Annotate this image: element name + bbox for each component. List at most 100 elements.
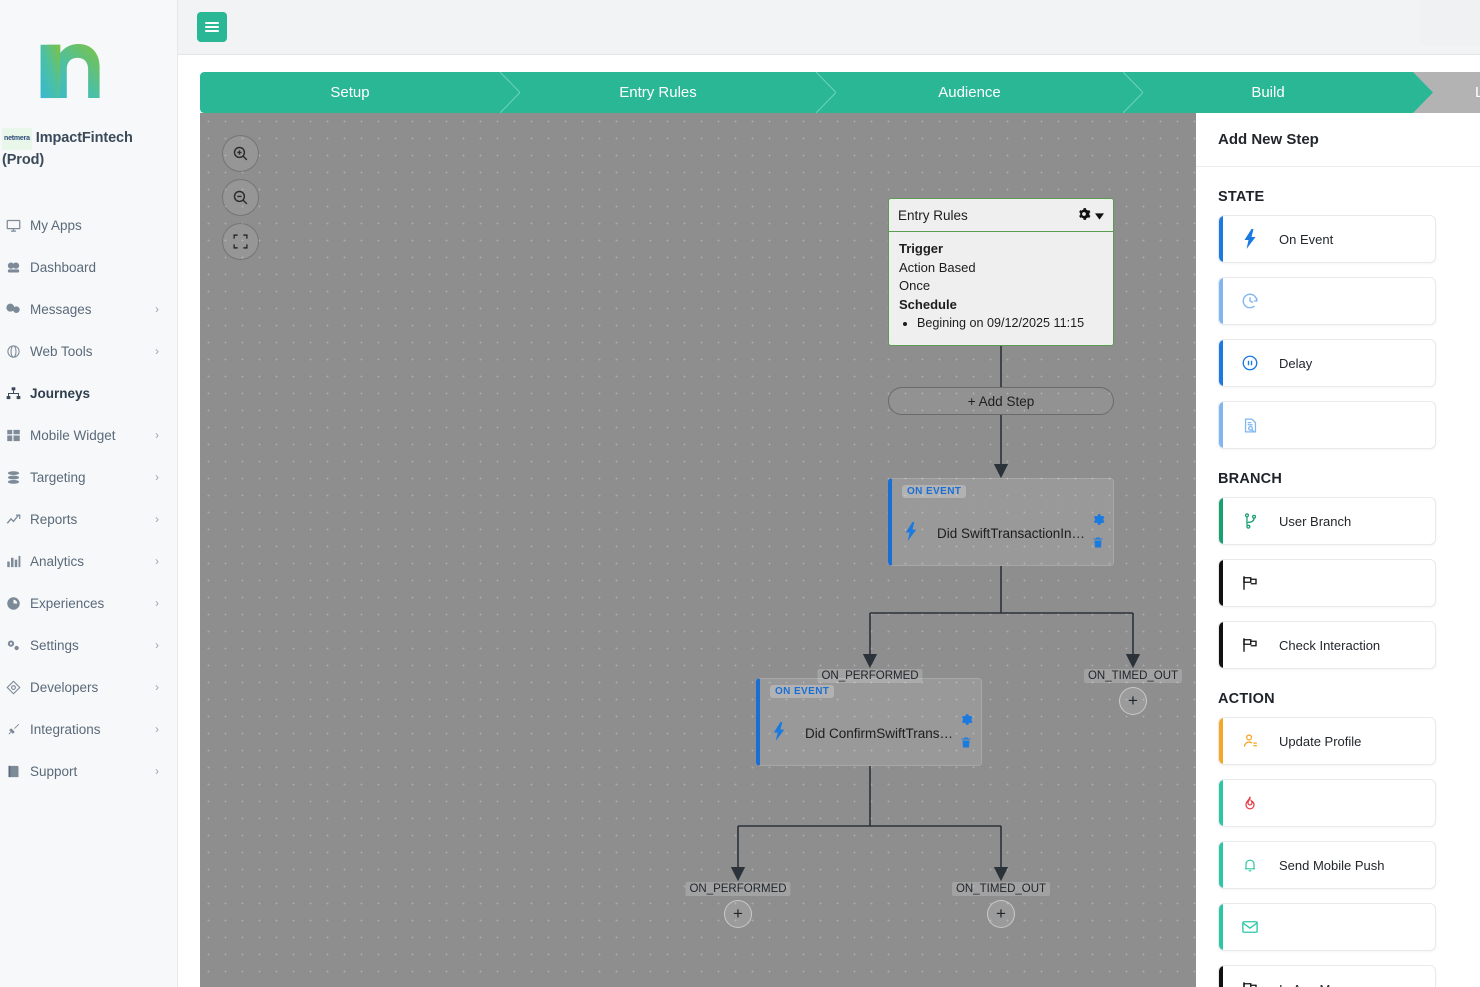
step-card-label: User Branch bbox=[1279, 513, 1352, 529]
step-audience[interactable]: Audience bbox=[816, 72, 1143, 113]
step-label: Build bbox=[1251, 84, 1285, 101]
user-edit-icon bbox=[1237, 732, 1263, 750]
journeys-icon bbox=[2, 385, 24, 401]
zoom-in-icon[interactable] bbox=[222, 135, 259, 172]
step-card-flame-action[interactable] bbox=[1218, 779, 1436, 827]
flame-icon bbox=[1237, 794, 1263, 813]
trash-icon[interactable] bbox=[1092, 536, 1105, 553]
sidebar-item-developers[interactable]: Developers › bbox=[0, 666, 177, 708]
dashboard-icon bbox=[2, 259, 24, 275]
step-card-update-profile[interactable]: Update Profile bbox=[1218, 717, 1436, 765]
step-card-wait-until[interactable] bbox=[1218, 277, 1436, 325]
sidebar-item-journeys[interactable]: Journeys bbox=[0, 372, 177, 414]
support-icon bbox=[2, 763, 24, 779]
branch-fork-icon bbox=[1237, 512, 1263, 530]
sidebar-item-reports[interactable]: Reports › bbox=[0, 498, 177, 540]
scrollbar-track[interactable] bbox=[1420, 0, 1480, 45]
sidebar-item-mobile-widget[interactable]: Mobile Widget › bbox=[0, 414, 177, 456]
fit-screen-icon[interactable] bbox=[222, 223, 259, 260]
step-label: Setup bbox=[330, 84, 370, 101]
step-card-check-attribute[interactable] bbox=[1218, 401, 1436, 449]
add-step-button[interactable]: + Add Step bbox=[888, 387, 1114, 415]
step-card-user-branch[interactable]: User Branch bbox=[1218, 497, 1436, 545]
web-tools-icon bbox=[2, 343, 24, 359]
flow-node-on-event-2[interactable]: ON EVENT Did ConfirmSwiftTrans… bbox=[756, 678, 982, 766]
entry-rules-card[interactable]: Entry Rules Trigger Action Based Once Sc… bbox=[888, 198, 1114, 346]
zoom-out-icon[interactable] bbox=[222, 179, 259, 216]
step-label: Entry Rules bbox=[619, 84, 697, 101]
sidebar-item-support[interactable]: Support › bbox=[0, 750, 177, 792]
chevron-right-icon: › bbox=[155, 764, 159, 778]
gear-icon[interactable] bbox=[960, 713, 973, 730]
step-card-delay[interactable]: Delay bbox=[1218, 339, 1436, 387]
sidebar-item-web-tools[interactable]: Web Tools › bbox=[0, 330, 177, 372]
sidebar-item-label: Journeys bbox=[30, 385, 91, 401]
step-arrow-icon bbox=[500, 72, 520, 113]
step-card-label: Check Interaction bbox=[1279, 637, 1381, 653]
schedule-item: Begining on 09/12/2025 11:15 bbox=[917, 314, 1103, 333]
branch-label-on-timed-out-2: ON_TIMED_OUT bbox=[951, 882, 1051, 896]
step-label: Audience bbox=[938, 84, 1001, 101]
step-card-send-email[interactable] bbox=[1218, 903, 1436, 951]
branch-card-grid: User Branch Check Interaction bbox=[1218, 497, 1480, 669]
integrations-icon bbox=[2, 721, 24, 737]
step-card-in-app-message[interactable]: In App Message bbox=[1218, 965, 1436, 987]
trigger-frequency: Once bbox=[899, 278, 931, 293]
add-node-button-1[interactable]: + bbox=[1119, 687, 1147, 715]
flag-icon bbox=[1237, 574, 1263, 592]
step-card-check-interaction[interactable]: Check Interaction bbox=[1218, 621, 1436, 669]
sidebar-item-integrations[interactable]: Integrations › bbox=[0, 708, 177, 750]
chevron-right-icon: › bbox=[155, 554, 159, 568]
sidebar-item-label: Reports bbox=[30, 511, 78, 527]
sidebar-item-label: Settings bbox=[30, 637, 79, 653]
journey-canvas[interactable]: Entry Rules Trigger Action Based Once Sc… bbox=[200, 113, 1196, 987]
sidebar-item-my-apps[interactable]: My Apps bbox=[0, 204, 177, 246]
add-node-button-2[interactable]: + bbox=[724, 900, 752, 928]
section-title-action: ACTION bbox=[1218, 691, 1275, 707]
add-node-button-3[interactable]: + bbox=[987, 900, 1015, 928]
clock-arrow-icon bbox=[1237, 292, 1263, 310]
sidebar-item-label: Web Tools bbox=[30, 343, 93, 359]
schedule-heading: Schedule bbox=[899, 296, 957, 312]
entry-rules-menu[interactable] bbox=[1077, 207, 1104, 224]
step-card-branch-flag[interactable] bbox=[1218, 559, 1436, 607]
sidebar-item-label: Targeting bbox=[30, 469, 86, 485]
sidebar-item-messages[interactable]: Messages › bbox=[0, 288, 177, 330]
gear-icon[interactable] bbox=[1092, 513, 1105, 530]
flow-node-on-event-1[interactable]: ON EVENT Did SwiftTransactionIn… bbox=[888, 478, 1114, 566]
schedule-list: Begining on 09/12/2025 11:15 bbox=[917, 314, 1103, 333]
sidebar-item-settings[interactable]: Settings › bbox=[0, 624, 177, 666]
sidebar-item-analytics[interactable]: Analytics › bbox=[0, 540, 177, 582]
step-card-label: Send Mobile Push bbox=[1279, 857, 1385, 873]
step-entry-rules[interactable]: Entry Rules bbox=[500, 72, 836, 113]
step-setup[interactable]: Setup bbox=[200, 72, 520, 113]
node-actions bbox=[960, 713, 973, 753]
hamburger-icon[interactable] bbox=[197, 12, 227, 42]
sidebar-item-targeting[interactable]: Targeting › bbox=[0, 456, 177, 498]
sidebar-item-experiences[interactable]: Experiences › bbox=[0, 582, 177, 624]
sidebar-item-dashboard[interactable]: Dashboard bbox=[0, 246, 177, 288]
app-name-text: ImpactFintech (Prod) bbox=[2, 130, 133, 168]
sidebar-item-label: Support bbox=[30, 763, 78, 779]
lightning-icon bbox=[904, 522, 919, 544]
envelope-icon bbox=[1237, 918, 1263, 936]
step-card-label: On Event bbox=[1279, 231, 1334, 247]
document-search-icon bbox=[1237, 417, 1263, 434]
sidebar: netmera ImpactFintech (Prod) My Apps Das… bbox=[0, 0, 178, 987]
trash-icon[interactable] bbox=[960, 736, 973, 753]
step-arrow-icon bbox=[1413, 72, 1433, 113]
node-type-tag: ON EVENT bbox=[902, 485, 967, 498]
entry-rules-title: Entry Rules bbox=[898, 207, 968, 223]
sidebar-item-label: My Apps bbox=[30, 217, 82, 233]
node-type-tag: ON EVENT bbox=[770, 685, 835, 698]
step-card-on-event[interactable]: On Event bbox=[1218, 215, 1436, 263]
sidebar-item-label: Dashboard bbox=[30, 259, 97, 275]
brand-logo[interactable] bbox=[0, 0, 177, 122]
chevron-right-icon: › bbox=[155, 722, 159, 736]
branch-label-on-timed-out-1: ON_TIMED_OUT bbox=[1083, 669, 1183, 683]
step-build[interactable]: Build bbox=[1123, 72, 1433, 113]
chevron-right-icon: › bbox=[155, 596, 159, 610]
step-arrow-icon bbox=[816, 72, 836, 113]
step-card-send-mobile-push[interactable]: Send Mobile Push bbox=[1218, 841, 1436, 889]
lightning-icon bbox=[772, 722, 787, 744]
